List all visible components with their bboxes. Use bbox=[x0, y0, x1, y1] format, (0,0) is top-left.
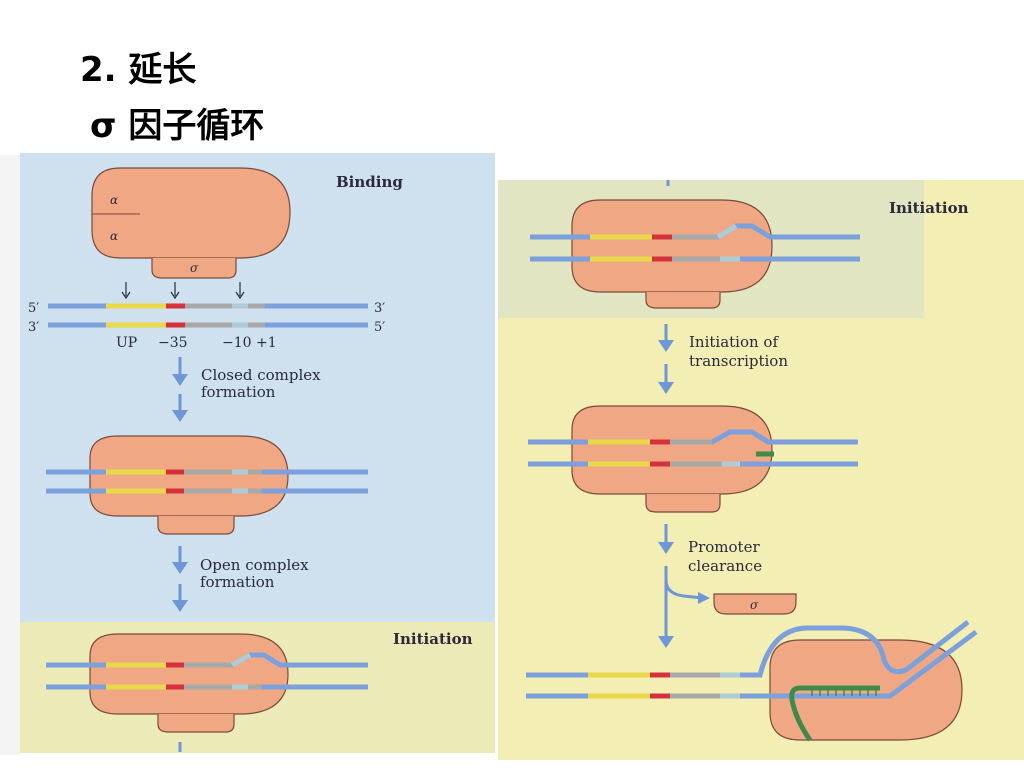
arrow-4a-head bbox=[658, 542, 674, 554]
closed-complex bbox=[46, 435, 368, 535]
free-holoenzyme: α α σ bbox=[91, 167, 291, 279]
label-plus1: +1 bbox=[256, 335, 277, 351]
end-5-bottom: 5′ bbox=[374, 320, 385, 335]
slide-subheading: σ 因子循环 bbox=[90, 106, 265, 146]
initiating-complex bbox=[528, 405, 858, 513]
promoter-clearance-label-2: clearance bbox=[688, 557, 762, 575]
elongating-complex bbox=[526, 620, 978, 742]
arrow-3b-head bbox=[658, 382, 674, 394]
alpha-label-bottom: α bbox=[110, 229, 118, 243]
end-3-top: 3′ bbox=[374, 301, 385, 316]
arrow-2b-head bbox=[172, 600, 188, 612]
right-sigma-open bbox=[645, 292, 721, 309]
arrow-sigma-release-head bbox=[698, 592, 710, 604]
right-open-complex bbox=[530, 199, 860, 309]
promoter-clearance-arrows bbox=[658, 524, 710, 648]
polymerase-initiating bbox=[571, 405, 773, 495]
open-10-top bbox=[230, 652, 252, 668]
released-sigma: σ bbox=[713, 593, 797, 615]
initiation-transcription-arrows bbox=[658, 324, 674, 394]
sigma-initiating bbox=[645, 494, 721, 513]
rna-dna-hybrid-bonds bbox=[811, 688, 877, 696]
closed-complex-label-1: Closed complex bbox=[201, 366, 321, 384]
left-panel: Binding α α σ bbox=[0, 153, 495, 755]
polymerase-closed bbox=[89, 435, 289, 517]
alpha-label-top: α bbox=[110, 193, 118, 207]
right-panel: Initiation Initiation of transcription bbox=[498, 180, 1024, 760]
label-up: UP bbox=[116, 335, 137, 351]
sigma-label-holoenzyme: σ bbox=[190, 261, 199, 275]
promoter-pointer-arrows bbox=[121, 282, 245, 300]
pointer-minus35-arrowhead bbox=[170, 291, 180, 300]
label-minus10: −10 bbox=[222, 335, 252, 351]
released-sigma-shape bbox=[713, 593, 797, 615]
initiation-label-right: Initiation bbox=[889, 199, 969, 217]
open-complex-label-1: Open complex bbox=[200, 556, 309, 574]
initiation-label-left: Initiation bbox=[393, 630, 473, 648]
promoter-clearance-label-1: Promoter bbox=[688, 538, 760, 556]
promoter-dna: 5′ 3′ 3′ 5′ bbox=[28, 301, 385, 335]
released-sigma-label: σ bbox=[750, 598, 759, 612]
arrow-4b-head bbox=[658, 636, 674, 648]
polymerase-open bbox=[89, 633, 289, 715]
pointer-up-arrowhead bbox=[121, 291, 131, 300]
initiation-transcription-label-1: Initiation of bbox=[689, 333, 779, 351]
arrow-1b-head bbox=[172, 410, 188, 422]
sigma-open bbox=[157, 714, 235, 733]
pointer-minus10-arrowhead bbox=[235, 291, 245, 300]
polymerase-core bbox=[91, 167, 291, 259]
label-minus35: −35 bbox=[158, 335, 188, 351]
arrow-2a-head bbox=[172, 562, 188, 574]
right-open-10-top bbox=[716, 223, 738, 240]
arrow-1a-head bbox=[172, 374, 188, 386]
closed-complex-arrows bbox=[172, 357, 188, 422]
open-complex bbox=[46, 633, 368, 733]
end-5-top: 5′ bbox=[28, 301, 39, 316]
arrow-3a-head bbox=[658, 340, 674, 352]
end-3-bottom: 3′ bbox=[28, 320, 39, 335]
open-complex-arrows bbox=[172, 546, 188, 612]
slide-heading: 2. 延长 bbox=[80, 50, 197, 90]
rna-transcript bbox=[789, 685, 880, 742]
sigma-closed bbox=[157, 516, 235, 535]
binding-label: Binding bbox=[336, 173, 403, 191]
closed-complex-label-2: formation bbox=[201, 383, 276, 401]
right-polymerase-open bbox=[571, 199, 773, 293]
open-complex-label-2: formation bbox=[200, 573, 275, 591]
elongating-dna-top bbox=[526, 620, 970, 678]
initiation-transcription-label-2: transcription bbox=[689, 352, 788, 370]
sigma-subunit bbox=[151, 258, 237, 279]
left-margin-strip bbox=[0, 155, 20, 755]
